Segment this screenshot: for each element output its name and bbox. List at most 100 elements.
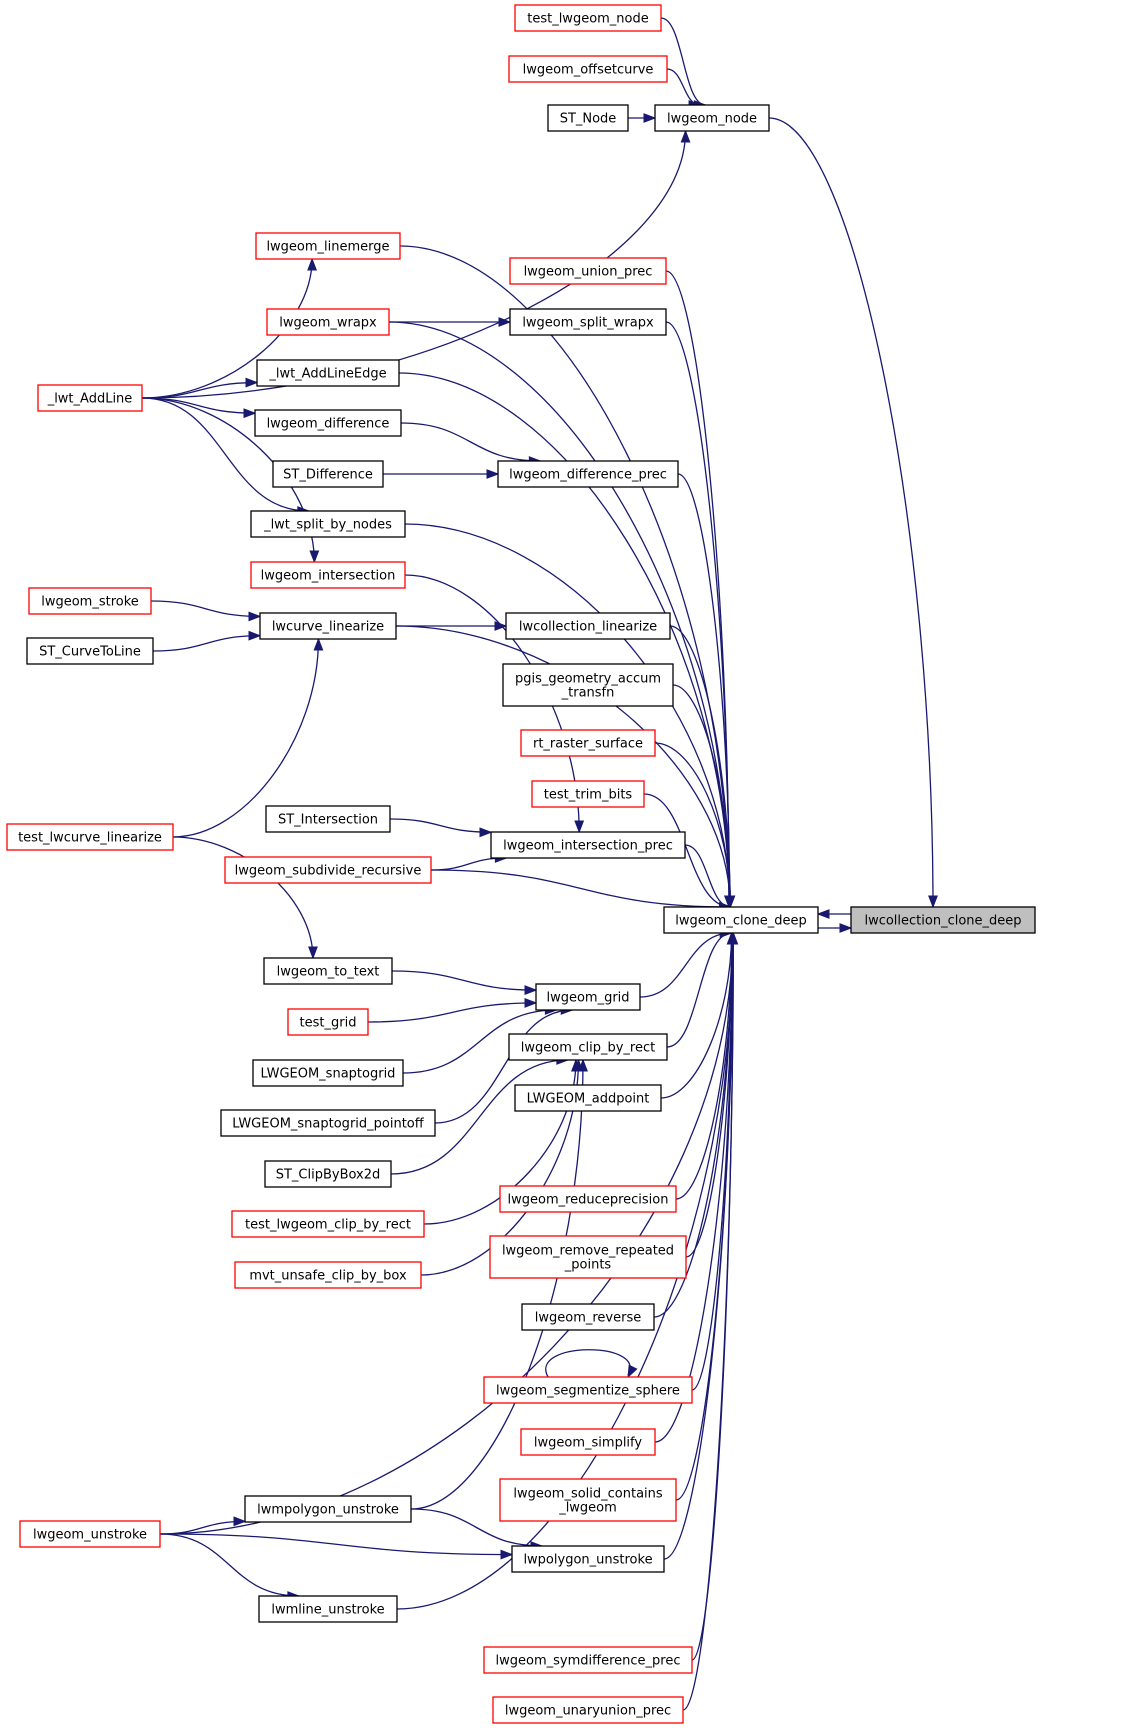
node-_lwt_AddLineEdge[interactable]: _lwt_AddLineEdge	[256, 359, 400, 387]
node-label: lwgeom_clip_by_rect	[521, 1041, 655, 1056]
edge-line	[430, 869, 731, 908]
edge-lwgeom_to_text-to-lwgeom_grid	[391, 970, 538, 996]
node-ST_Node[interactable]: ST_Node	[547, 104, 629, 132]
node-box	[264, 1160, 392, 1188]
node-label: lwgeom_intersection	[261, 569, 396, 584]
node-lwgeom_reduceprecision[interactable]: lwgeom_reduceprecision	[499, 1185, 677, 1213]
node-label: lwgeom_linemerge	[266, 240, 389, 255]
node-lwcollection_clone_deep[interactable]: lwcollection_clone_deep	[850, 906, 1036, 934]
node-lwgeom_remove_repeated_points[interactable]: lwgeom_remove_repeated_points	[489, 1235, 687, 1279]
node-lwmline_unstroke[interactable]: lwmline_unstroke	[258, 1595, 398, 1623]
edge-line	[654, 932, 734, 1443]
node-lwgeom_solid_contains_lwgeom[interactable]: lwgeom_solid_contains_lwgeom	[499, 1478, 677, 1522]
node-lwgeom_clip_by_rect[interactable]: lwgeom_clip_by_rect	[508, 1033, 668, 1061]
edge-line	[389, 818, 492, 833]
node-test_trim_bits[interactable]: test_trim_bits	[531, 780, 645, 808]
arrowhead	[643, 113, 657, 123]
node-box	[28, 587, 152, 615]
node-ST_CurveToLine[interactable]: ST_CurveToLine	[26, 637, 154, 665]
node-label: test_grid	[300, 1016, 357, 1031]
node-box	[490, 831, 686, 859]
node-lwgeom_simplify[interactable]: lwgeom_simplify	[520, 1428, 656, 1456]
edge-_lwt_AddLine-to-lwgeom_difference	[141, 397, 257, 419]
node-ST_ClipByBox2d[interactable]: ST_ClipByBox2d	[264, 1160, 392, 1188]
node-test_grid[interactable]: test_grid	[287, 1008, 369, 1036]
node-lwgeom_node[interactable]: lwgeom_node	[654, 104, 770, 132]
node-pgis_geometry_accum_transfn[interactable]: pgis_geometry_accum_transfn	[502, 663, 674, 707]
node-box	[521, 1303, 655, 1331]
node-LWGEOM_snaptogrid[interactable]: LWGEOM_snaptogrid	[252, 1059, 404, 1087]
node-label: lwgeom_symdifference_prec	[496, 1654, 681, 1669]
node-lwcollection_linearize[interactable]: lwcollection_linearize	[505, 612, 671, 640]
node-LWGEOM_snaptogrid_pointoff[interactable]: LWGEOM_snaptogrid_pointoff	[220, 1109, 436, 1137]
node-lwgeom_subdivide_recursive[interactable]: lwgeom_subdivide_recursive	[224, 856, 432, 884]
node-box	[266, 308, 390, 336]
node-label: test_lwgeom_clip_by_rect	[245, 1218, 411, 1233]
node-lwgeom_intersection_prec[interactable]: lwgeom_intersection_prec	[490, 831, 686, 859]
node-lwgeom_union_prec[interactable]: lwgeom_union_prec	[509, 257, 667, 285]
node-test_lwcurve_linearize[interactable]: test_lwcurve_linearize	[6, 823, 174, 851]
edge-lwgeom_difference-to-lwgeom_difference_prec	[400, 422, 542, 466]
node-test_lwgeom_node[interactable]: test_lwgeom_node	[514, 4, 662, 32]
node-lwgeom_unaryunion_prec[interactable]: lwgeom_unaryunion_prec	[492, 1696, 684, 1724]
node-label: lwgeom_to_text	[277, 965, 380, 980]
node-_lwt_split_by_nodes[interactable]: _lwt_split_by_nodes	[250, 510, 406, 538]
arrowhead	[308, 946, 318, 960]
node-box	[259, 612, 397, 640]
node-lwgeom_stroke[interactable]: lwgeom_stroke	[28, 587, 152, 615]
arrowhead	[248, 611, 262, 622]
node-lwgeom_linemerge[interactable]: lwgeom_linemerge	[255, 232, 401, 260]
edge-line	[159, 1533, 299, 1597]
node-label: lwgeom_difference	[267, 417, 390, 432]
node-label: _points	[564, 1258, 612, 1273]
node-box	[850, 906, 1036, 934]
node-lwgeom_grid[interactable]: lwgeom_grid	[535, 983, 641, 1011]
node-lwgeom_wrapx[interactable]: lwgeom_wrapx	[266, 308, 390, 336]
edge-line	[660, 17, 706, 106]
edge-line	[669, 625, 731, 908]
edge-lwcollection_clone_deep-to-lwgeom_clone_deep	[816, 909, 851, 919]
node-label: lwgeom_unstroke	[33, 1528, 147, 1543]
node-lwpolygon_unstroke[interactable]: lwpolygon_unstroke	[511, 1545, 665, 1573]
node-lwcurve_linearize[interactable]: lwcurve_linearize	[259, 612, 397, 640]
edge-ST_Intersection-to-lwgeom_intersection_prec	[389, 818, 493, 838]
node-mvt_unsafe_clip_by_box[interactable]: mvt_unsafe_clip_by_box	[234, 1261, 422, 1289]
arrowhead	[233, 1516, 247, 1527]
node-label: lwgeom_simplify	[534, 1436, 642, 1451]
node-label: lwgeom_subdivide_recursive	[235, 864, 422, 879]
node-lwgeom_clone_deep[interactable]: lwgeom_clone_deep	[663, 906, 819, 934]
node-label: ST_CurveToLine	[39, 645, 141, 660]
node-lwgeom_intersection[interactable]: lwgeom_intersection	[250, 561, 406, 589]
edge-line	[391, 970, 537, 991]
node-lwgeom_offsetcurve[interactable]: lwgeom_offsetcurve	[508, 55, 668, 83]
node-label: lwgeom_reverse	[535, 1311, 641, 1326]
node-lwmpolygon_unstroke[interactable]: lwmpolygon_unstroke	[244, 1495, 412, 1523]
node-ST_Intersection[interactable]: ST_Intersection	[265, 805, 391, 833]
node-lwgeom_reverse[interactable]: lwgeom_reverse	[521, 1303, 655, 1331]
node-ST_Difference[interactable]: ST_Difference	[272, 460, 384, 488]
node-label: lwgeom_remove_repeated	[502, 1244, 674, 1259]
arrowhead	[816, 909, 830, 919]
edge-line	[400, 422, 541, 462]
node-box	[250, 561, 406, 589]
arrowhead	[728, 931, 739, 945]
node-lwgeom_difference_prec[interactable]: lwgeom_difference_prec	[497, 460, 679, 488]
node-lwgeom_unstroke[interactable]: lwgeom_unstroke	[19, 1520, 161, 1548]
node-lwgeom_difference[interactable]: lwgeom_difference	[254, 409, 402, 437]
node-label: lwgeom_reduceprecision	[508, 1193, 669, 1208]
edge-line	[410, 1059, 584, 1510]
edge-line	[141, 397, 309, 512]
edge-lwgeom_remove_repeated_points-to-lwgeom_clone_deep	[685, 931, 737, 1258]
node-LWGEOM_addpoint[interactable]: LWGEOM_addpoint	[514, 1084, 662, 1112]
node-box	[511, 1545, 665, 1573]
edge-line	[677, 473, 731, 908]
node-_lwt_AddLine[interactable]: _lwt_AddLine	[37, 384, 143, 412]
node-lwgeom_to_text[interactable]: lwgeom_to_text	[263, 957, 393, 985]
node-lwgeom_segmentize_sphere[interactable]: lwgeom_segmentize_sphere	[483, 1376, 693, 1404]
node-rt_raster_surface[interactable]: rt_raster_surface	[520, 729, 656, 757]
edge-lwgeom_stroke-to-lwcurve_linearize	[150, 600, 262, 622]
node-lwgeom_split_wrapx[interactable]: lwgeom_split_wrapx	[509, 308, 667, 336]
node-lwgeom_symdifference_prec[interactable]: lwgeom_symdifference_prec	[483, 1646, 693, 1674]
node-box	[535, 983, 641, 1011]
node-test_lwgeom_clip_by_rect[interactable]: test_lwgeom_clip_by_rect	[231, 1210, 425, 1238]
